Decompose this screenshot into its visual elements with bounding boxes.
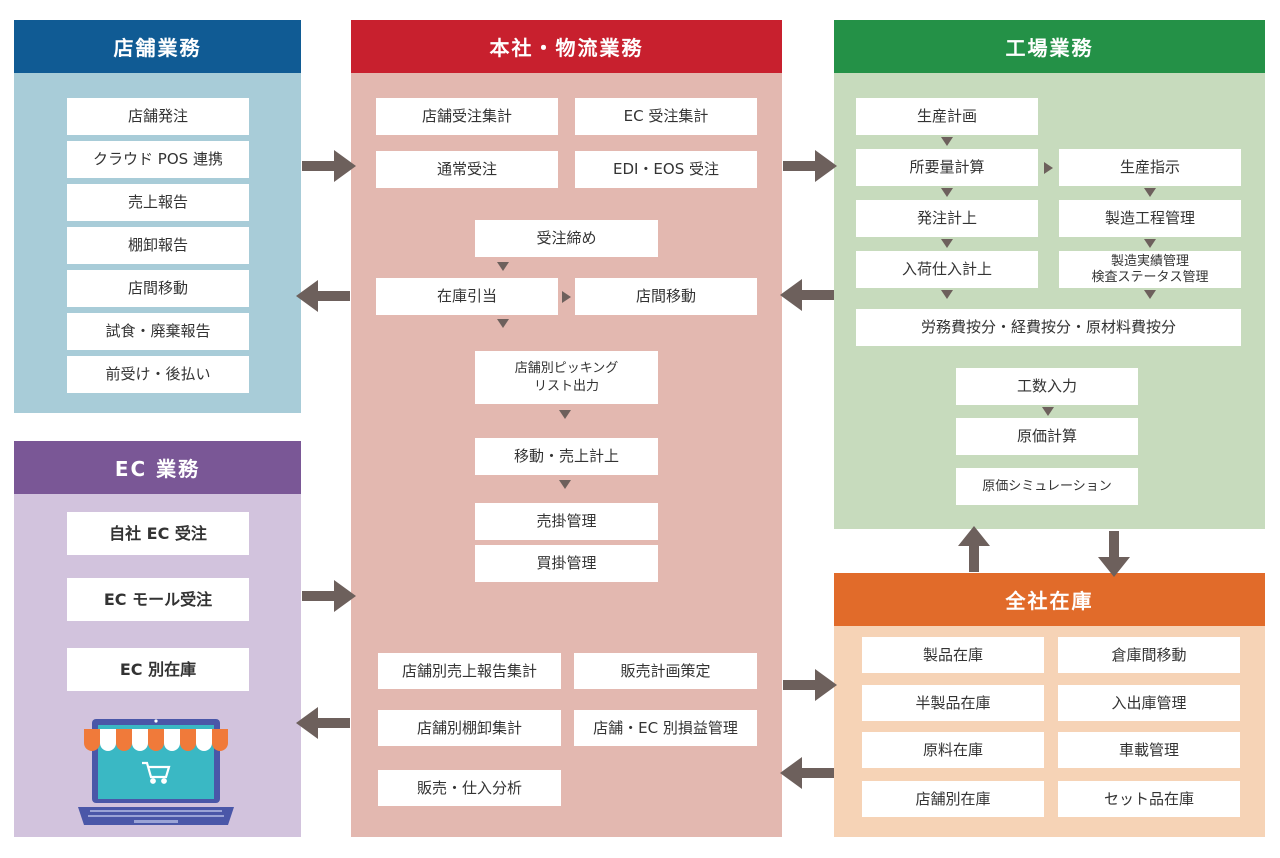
online-store-laptop-icon — [78, 719, 234, 825]
store-item: 売上報告 — [67, 184, 249, 221]
factory-cost-allocation: 労務費按分・経費按分・原材料費按分 — [856, 309, 1241, 346]
hq-edi-order: EDI・EOS 受注 — [575, 151, 757, 188]
inventory-item: 原料在庫 — [862, 732, 1044, 768]
inventory-item: セット品在庫 — [1058, 781, 1240, 817]
ec-panel: EC 業務 自社 EC 受注 EC モール受注 EC 別在庫 — [14, 441, 301, 837]
hq-sales-plan: 販売計画策定 — [574, 653, 757, 689]
flow-arrow-icon — [497, 262, 509, 271]
flow-arrow-icon — [1042, 407, 1054, 416]
flow-arrow-icon — [941, 188, 953, 197]
flow-arrow-icon — [559, 480, 571, 489]
store-item: クラウド POS 連携 — [67, 141, 249, 178]
hq-profit-management: 店舗・EC 別損益管理 — [574, 710, 757, 746]
flow-arrow-icon — [559, 410, 571, 419]
factory-production-plan: 生産計画 — [856, 98, 1038, 135]
arrow-right-icon — [302, 580, 356, 612]
arrow-left-icon — [780, 757, 834, 789]
factory-mrp: 所要量計算 — [856, 149, 1038, 186]
arrow-right-icon — [783, 669, 837, 701]
factory-panel: 工場業務 生産計画 所要量計算 生産指示 発注計上 製造工程管理 入荷仕入計上 … — [834, 20, 1265, 529]
hq-move-sales: 移動・売上計上 — [475, 438, 658, 475]
ec-item: 自社 EC 受注 — [67, 512, 249, 555]
arrow-left-icon — [296, 280, 350, 312]
flow-arrow-icon — [1144, 239, 1156, 248]
arrow-right-icon — [783, 150, 837, 182]
factory-production-instruction: 生産指示 — [1059, 149, 1241, 186]
store-panel: 店舗業務 店舗発注 クラウド POS 連携 売上報告 棚卸報告 店間移動 試食・… — [14, 20, 301, 413]
factory-cost-simulation: 原価シミュレーション — [956, 468, 1138, 505]
inventory-item: 倉庫間移動 — [1058, 637, 1240, 673]
hq-allocation: 在庫引当 — [376, 278, 558, 315]
factory-header: 工場業務 — [834, 20, 1265, 73]
factory-labor-hours: 工数入力 — [956, 368, 1138, 405]
inventory-item: 店舗別在庫 — [862, 781, 1044, 817]
inventory-item: 半製品在庫 — [862, 685, 1044, 721]
flow-arrow-icon — [941, 239, 953, 248]
hq-header: 本社・物流業務 — [351, 20, 782, 73]
store-item: 店舗発注 — [67, 98, 249, 135]
flow-arrow-icon — [941, 137, 953, 146]
inventory-item: 入出庫管理 — [1058, 685, 1240, 721]
hq-ec-order-summary: EC 受注集計 — [575, 98, 757, 135]
hq-order-close: 受注締め — [475, 220, 658, 257]
arrow-left-icon — [780, 279, 834, 311]
factory-process-mgmt: 製造工程管理 — [1059, 200, 1241, 237]
factory-costing: 原価計算 — [956, 418, 1138, 455]
store-item: 試食・廃棄報告 — [67, 313, 249, 350]
flow-arrow-icon — [1144, 188, 1156, 197]
hq-sales-analysis: 販売・仕入分析 — [378, 770, 561, 806]
inventory-panel: 全社在庫 製品在庫 倉庫間移動 半製品在庫 入出庫管理 原料在庫 車載管理 店舗… — [834, 573, 1265, 837]
arrow-down-icon — [1098, 531, 1130, 577]
flow-arrow-icon — [562, 291, 571, 303]
hq-store-transfer: 店間移動 — [575, 278, 757, 315]
store-item: 棚卸報告 — [67, 227, 249, 264]
ec-header: EC 業務 — [14, 441, 301, 494]
flow-arrow-icon — [941, 290, 953, 299]
ec-item: EC モール受注 — [67, 578, 249, 621]
inventory-item: 車載管理 — [1058, 732, 1240, 768]
arrow-right-icon — [302, 150, 356, 182]
factory-receiving: 入荷仕入計上 — [856, 251, 1038, 288]
hq-store-sales-report: 店舗別売上報告集計 — [378, 653, 561, 689]
inventory-header: 全社在庫 — [834, 573, 1265, 626]
factory-results-mgmt: 製造実績管理 検査ステータス管理 — [1059, 251, 1241, 288]
hq-picking-list: 店舗別ピッキング リスト出力 — [475, 351, 658, 404]
ec-item: EC 別在庫 — [67, 648, 249, 691]
hq-store-inventory-summary: 店舗別棚卸集計 — [378, 710, 561, 746]
arrow-up-icon — [958, 526, 990, 572]
hq-panel: 本社・物流業務 店舗受注集計 EC 受注集計 通常受注 EDI・EOS 受注 受… — [351, 20, 782, 837]
hq-normal-order: 通常受注 — [376, 151, 558, 188]
flow-arrow-icon — [1044, 162, 1053, 174]
arrow-left-icon — [296, 707, 350, 739]
hq-payable: 買掛管理 — [475, 545, 658, 582]
hq-store-order-summary: 店舗受注集計 — [376, 98, 558, 135]
factory-purchase-order: 発注計上 — [856, 200, 1038, 237]
hq-receivable: 売掛管理 — [475, 503, 658, 540]
flow-arrow-icon — [1144, 290, 1156, 299]
store-item: 店間移動 — [67, 270, 249, 307]
store-item: 前受け・後払い — [67, 356, 249, 393]
store-header: 店舗業務 — [14, 20, 301, 73]
inventory-item: 製品在庫 — [862, 637, 1044, 673]
flow-arrow-icon — [497, 319, 509, 328]
